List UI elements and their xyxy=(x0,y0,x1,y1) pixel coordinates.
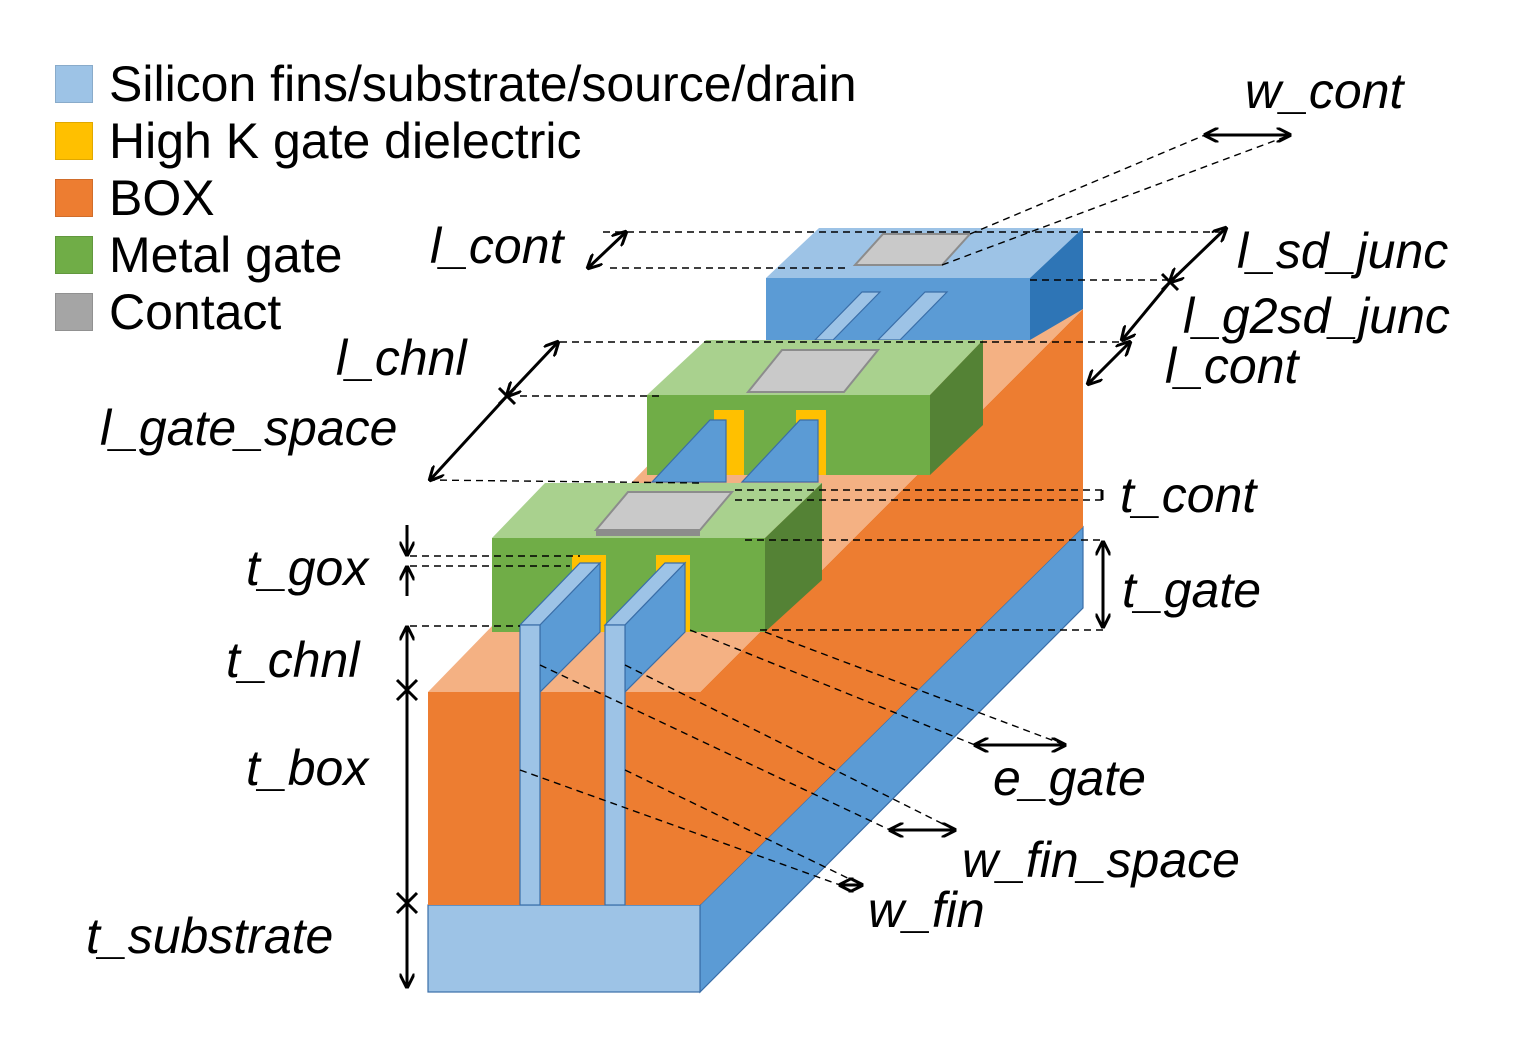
l-cont-right-arrow xyxy=(1088,342,1130,384)
legend-label-silicon: Silicon fins/substrate/source/drain xyxy=(109,55,857,112)
label-t-substrate: t_substrate xyxy=(86,908,333,964)
label-l-cont-right: l_cont xyxy=(1165,338,1301,394)
legend-swatch-high-k xyxy=(55,121,93,160)
label-w-fin: w_fin xyxy=(868,882,985,938)
dimension-arrows xyxy=(395,135,1290,987)
contact-front-edge xyxy=(596,530,700,536)
label-t-cont: t_cont xyxy=(1120,467,1258,523)
box-side-face xyxy=(700,309,1083,905)
legend: Silicon fins/substrate/source/drain High… xyxy=(55,55,857,340)
legend-swatch-box xyxy=(55,178,93,217)
legend-item-box: BOX xyxy=(55,169,857,226)
fin-mid-1 xyxy=(650,419,727,483)
label-t-gox: t_gox xyxy=(246,540,370,596)
label-w-fin-space: w_fin_space xyxy=(962,832,1240,888)
label-e-gate: e_gate xyxy=(993,750,1146,806)
legend-swatch-contact xyxy=(55,292,93,331)
legend-label-contact: Contact xyxy=(109,283,282,340)
label-w-cont: w_cont xyxy=(1245,63,1406,119)
label-l-sd-junc: l_sd_junc xyxy=(1237,223,1448,279)
gate-block-front xyxy=(492,483,822,906)
source-drain-block xyxy=(766,228,1083,341)
legend-label-box: BOX xyxy=(109,169,215,226)
legend-item-metal-gate: Metal gate xyxy=(55,226,857,283)
gate2-side-face xyxy=(930,340,983,475)
legend-swatch-silicon xyxy=(55,64,93,103)
l-cont-top-arrow xyxy=(588,232,626,268)
legend-item-silicon: Silicon fins/substrate/source/drain xyxy=(55,55,857,112)
label-l-gate-space: l_gate_space xyxy=(100,400,397,456)
tick-marks xyxy=(395,272,1180,915)
l-sd-junc-arrow xyxy=(1170,228,1226,282)
gate1-side-face xyxy=(765,483,822,632)
label-l-cont-top: l_cont xyxy=(430,218,566,274)
legend-label-metal-gate: Metal gate xyxy=(109,226,343,283)
legend-item-high-k: High K gate dielectric xyxy=(55,112,857,169)
l-gate-space-arrow xyxy=(430,394,509,480)
sd-side-face xyxy=(1030,228,1083,340)
gate-block-back xyxy=(647,340,983,483)
label-t-gate: t_gate xyxy=(1122,562,1261,618)
fin-front-2 xyxy=(604,624,626,906)
legend-item-contact: Contact xyxy=(55,283,857,340)
contact-mid xyxy=(745,349,881,393)
l-g2sd-junc-arrow xyxy=(1122,281,1172,340)
fin-mid-2 xyxy=(740,419,819,483)
dimension-labels: w_cont l_cont l_sd_junc l_g2sd_junc l_co… xyxy=(86,63,1450,964)
legend-label-high-k: High K gate dielectric xyxy=(109,112,582,169)
l-chnl-arrow xyxy=(507,342,558,396)
dimension-guides xyxy=(410,134,1291,886)
label-t-chnl: t_chnl xyxy=(226,632,361,688)
legend-swatch-metal-gate xyxy=(55,235,93,274)
label-l-g2sd-junc: l_g2sd_junc xyxy=(1183,288,1450,344)
substrate-front-face xyxy=(427,904,701,993)
label-l-chnl: l_chnl xyxy=(336,330,469,386)
box-front-face xyxy=(428,692,700,905)
fin-front-1 xyxy=(519,624,541,906)
label-t-box: t_box xyxy=(246,740,370,796)
